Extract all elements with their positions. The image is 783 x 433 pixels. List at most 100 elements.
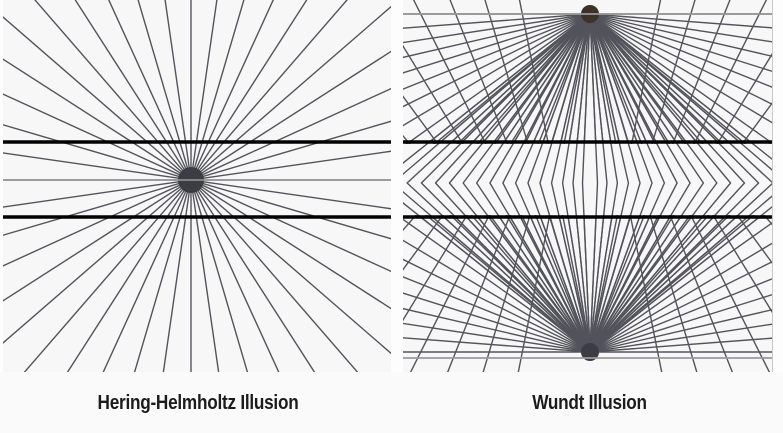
ray-line-upper [589,13,773,125]
convergence-hub-bottom [581,343,599,361]
ray-line-lower [403,337,591,353]
ray-line-lower [403,218,591,353]
ray-chevron-waist [589,13,773,353]
ray-line-upper [403,13,591,322]
ray-chevron-waist [589,13,608,353]
ray-line [191,180,359,372]
ray-chevron-waist [589,13,599,353]
ray-line-upper [589,13,773,43]
ray-chevron-waist [589,13,718,353]
ray-line-upper [589,13,773,266]
hering-illusion-graphic [3,0,391,372]
ray-line [190,181,220,372]
ray-line [191,50,391,180]
ray-line-lower [403,167,591,353]
ray-chevron-waist [550,13,591,353]
ray-line-upper [403,13,591,29]
ray-line [191,0,274,179]
ray-chevron-waist [589,13,653,353]
ray-line [3,93,190,180]
ray-line [3,179,190,236]
ray-line-upper [446,13,591,372]
mid-band-mask [403,144,773,215]
ray-chevron-waist [589,13,666,353]
ray-line-upper [589,13,773,73]
ray-line-upper [589,13,773,89]
ray-line [192,179,391,210]
ray-line [191,180,316,372]
ray-line-lower [589,0,768,353]
ray-line [191,5,391,180]
ray-line-lower [589,171,773,353]
ray-line [108,0,191,179]
ray-line-upper [403,13,591,199]
ray-line-lower [589,293,773,353]
ray-line-lower [403,307,591,353]
ray-line [3,124,190,181]
ray-line [34,0,191,180]
ray-line-upper [403,13,591,90]
ray-line-lower [403,95,591,353]
ray-line-upper [409,13,591,372]
ray-line [133,181,192,372]
ray-line [23,180,191,372]
ray-chevron-waist [589,13,619,353]
ray-line [3,179,190,208]
ray-line [192,150,391,181]
ray-line [3,152,190,181]
ray-line-lower [589,277,773,353]
ray-line-upper [403,13,591,172]
wundt-illusion-graphic [403,0,773,372]
ray-line-lower [403,292,591,353]
ray-line-upper [403,13,591,108]
caption-band [0,372,783,433]
ray-line [192,120,391,181]
ray-chevron-waist [403,13,591,353]
ray-line-lower [589,241,773,353]
ray-line-upper [403,13,591,232]
ray-line-lower [589,198,773,353]
ray-chevron-waist [539,13,591,353]
ray-line [190,0,245,179]
ray-line-upper [589,13,734,372]
ray-line [3,16,191,180]
ray-line-upper [589,13,773,227]
ray-line-lower [589,221,773,353]
ray-line-upper [589,13,773,58]
ray-line-lower [589,0,731,353]
ray-chevron-waist [514,13,591,353]
ray-line [191,180,391,355]
ray-line [66,180,191,372]
ray-line [191,0,308,180]
ray-line [190,0,218,179]
ray-chevron-waist [589,13,641,353]
ray-line [137,0,192,179]
ray-line [191,0,348,180]
ray-line-lower [403,258,591,353]
ray-line [102,181,191,372]
ray-line-upper [589,13,773,145]
ray-line-upper [589,13,773,168]
ray-line-lower [589,260,773,353]
ray-line-lower [589,139,773,353]
ray-line [191,181,280,372]
ray-line-upper [589,13,771,372]
ray-line-upper [403,13,591,44]
ray-line-upper [589,13,773,29]
ray-chevron-waist [475,13,591,353]
ray-line [162,181,192,372]
ray-chevron-waist [561,13,591,353]
ray-line [192,179,391,240]
ray-line-lower [589,308,773,353]
ray-chevron-waist [589,13,746,353]
panel-hering-helmholtz [3,0,391,372]
ray-line-lower [589,323,773,353]
ray-line-lower [403,44,591,353]
hering-ray-group [3,0,391,372]
ray-chevron-waist [502,13,591,353]
ray-chevron-waist [434,13,591,353]
ray-chevron-waist [406,13,591,353]
ray-line-upper [403,13,591,59]
caption-wundt: Wundt Illusion [532,392,647,414]
